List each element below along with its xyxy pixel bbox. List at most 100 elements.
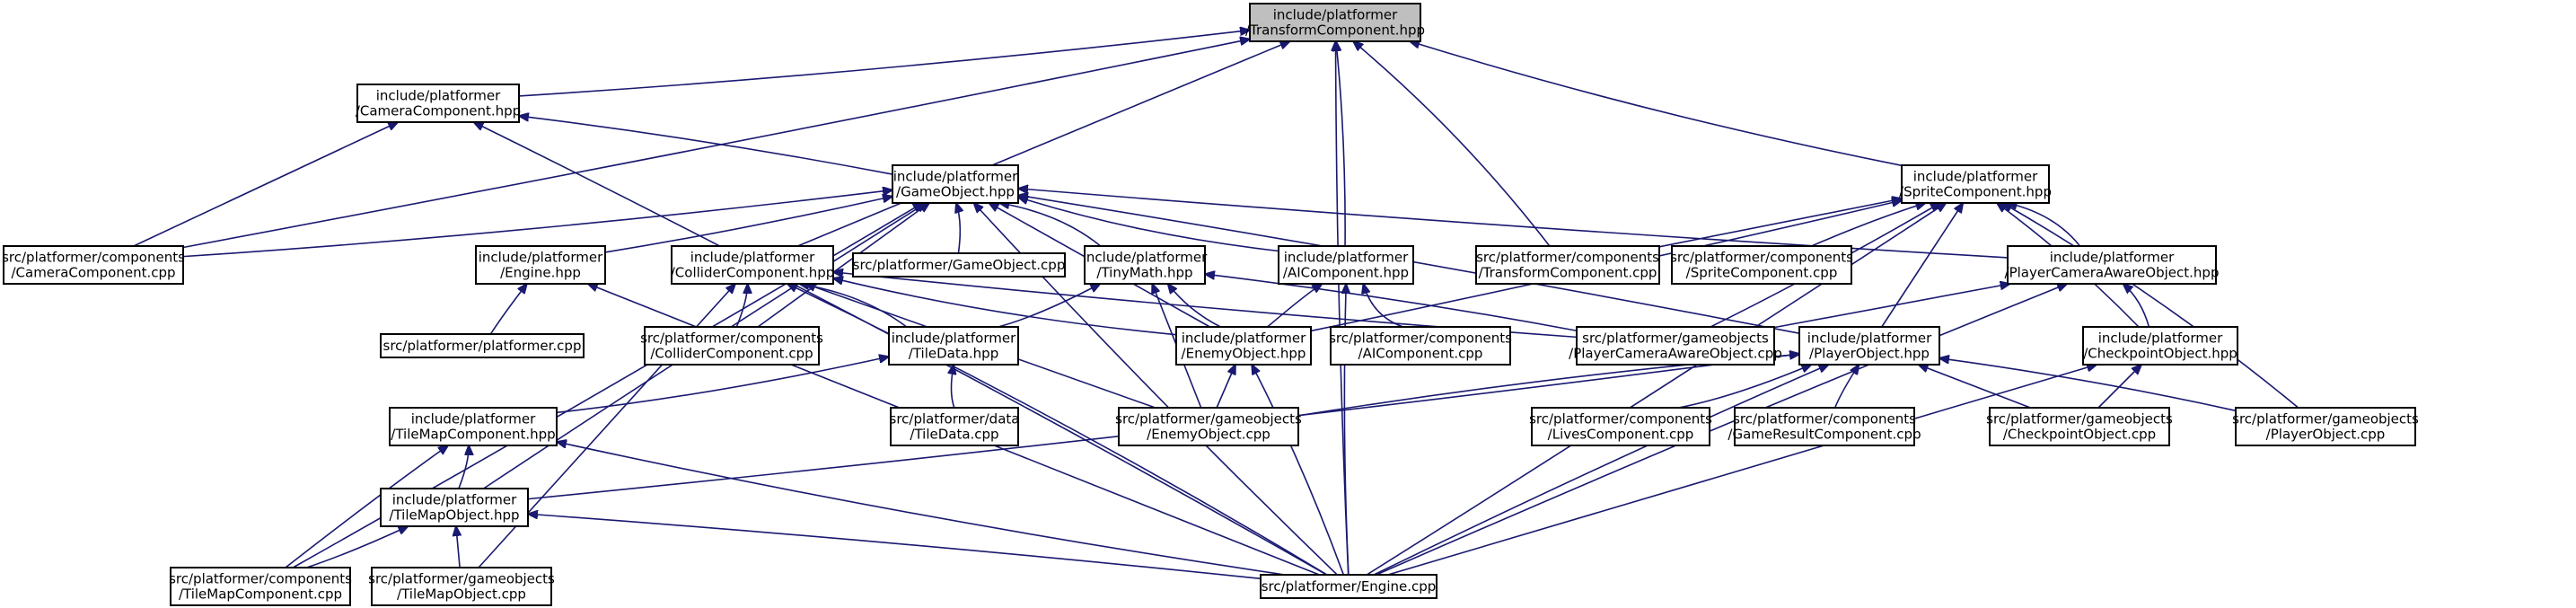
node-camera_cpp[interactable]: src/platformer/components/CameraComponen… <box>2 245 185 285</box>
node-label-line: /PlayerObject.cpp <box>2266 427 2386 443</box>
edge-gameobject_hpp-to-camera_hpp <box>519 116 893 175</box>
edge-tiledata_hpp-to-collider_hpp <box>799 284 908 328</box>
node-label-line: include/platformer <box>1807 330 1932 347</box>
node-tilemapobj_cpp[interactable]: src/platformer/gameobjects/TileMapObject… <box>368 567 555 606</box>
node-box <box>1260 574 1437 599</box>
edge-engine_hpp-to-gameobject_hpp <box>604 197 892 253</box>
node-label-line: /CheckpointObject.hpp <box>2083 346 2238 362</box>
node-label-line: src/platformer/gameobjects <box>368 571 555 587</box>
node-label-line: include/platformer <box>2098 330 2223 347</box>
node-label-line: /TileMapComponent.cpp <box>179 586 342 603</box>
node-sprite_hpp[interactable]: include/platformer/SpriteComponent.hpp <box>1899 164 2052 204</box>
node-checkpoint_cpp[interactable]: src/platformer/gameobjects/CheckpointObj… <box>1986 407 2173 446</box>
node-camera_hpp[interactable]: include/platformer/CameraComponent.hpp <box>356 84 521 123</box>
node-enemy_cpp[interactable]: src/platformer/gameobjects/EnemyObject.c… <box>1115 407 1302 446</box>
node-tilemapcomp_cpp[interactable]: src/platformer/components/TileMapCompone… <box>169 567 352 606</box>
node-transform_cpp[interactable]: src/platformer/components/TransformCompo… <box>1475 245 1660 285</box>
edge-enemy_cpp-to-enemy_hpp <box>1216 365 1235 409</box>
node-label-line: /CheckpointObject.cpp <box>2003 427 2156 443</box>
edge-collider_hpp-to-transform_hpp <box>797 41 1289 247</box>
node-pcaware_hpp[interactable]: include/platformer/PlayerCameraAwareObje… <box>2005 245 2220 285</box>
node-enemy_hpp[interactable]: include/platformer/EnemyObject.hpp <box>1175 326 1312 366</box>
node-box <box>1118 407 1299 446</box>
node-platformer_cpp[interactable]: src/platformer/platformer.cpp <box>380 333 585 358</box>
node-player_cpp[interactable]: src/platformer/gameobjects/PlayerObject.… <box>2232 407 2419 446</box>
node-label-line: /TileMapComponent.hpp <box>391 427 555 443</box>
node-tiledata_cpp[interactable]: src/platformer/data/TileData.cpp <box>890 407 1020 446</box>
node-label-line: src/platformer/data <box>890 411 1020 427</box>
edge-sprite_cpp-to-sprite_hpp <box>1811 203 1926 247</box>
edge-engine_cpp-to-tilemapcomp_hpp <box>557 442 1285 576</box>
node-collider_cpp[interactable]: src/platformer/components/ColliderCompon… <box>640 326 823 366</box>
edge-transform_cpp-to-sprite_hpp <box>1658 198 1902 248</box>
node-box <box>380 333 585 358</box>
node-box <box>890 407 1019 446</box>
edge-ai_hpp-to-gameobject_hpp <box>1018 197 1279 252</box>
node-label-line: /TileMapObject.cpp <box>397 586 526 603</box>
node-label-line: /EnemyObject.hpp <box>1182 346 1306 362</box>
node-label-line: include/platformer <box>2050 250 2175 266</box>
node-box <box>380 488 529 527</box>
edge-platformer_cpp-to-engine_hpp <box>489 284 526 335</box>
node-label-line: include/platformer <box>892 330 1016 347</box>
edge-camera_cpp-to-gameobject_hpp <box>182 190 892 258</box>
edge-enemy_hpp-to-tinymath_hpp <box>1168 284 1221 328</box>
node-sprite_cpp[interactable]: src/platformer/components/SpriteComponen… <box>1670 245 1853 285</box>
node-label-line: /Engine.hpp <box>500 265 581 281</box>
edge-tiledata_cpp-to-tiledata_hpp <box>951 365 954 409</box>
edge-tilemapcomp_cpp-to-tilemapobj_hpp <box>306 526 409 568</box>
node-label-line: /ColliderComponent.cpp <box>650 346 813 362</box>
node-lives_cpp[interactable]: src/platformer/components/LivesComponent… <box>1529 407 1712 446</box>
node-box <box>1531 407 1710 446</box>
node-checkpoint_hpp[interactable]: include/platformer/CheckpointObject.hpp <box>2082 326 2238 366</box>
node-box <box>1330 326 1511 366</box>
node-label-line: /ColliderComponent.hpp <box>671 265 835 281</box>
node-engine_cpp[interactable]: src/platformer/Engine.cpp <box>1260 574 1437 599</box>
node-ai_cpp[interactable]: src/platformer/components/AIComponent.cp… <box>1329 326 1512 366</box>
node-tiledata_hpp[interactable]: include/platformer/TileData.hpp <box>888 326 1019 366</box>
node-tilemapobj_hpp[interactable]: include/platformer/TileMapObject.hpp <box>380 488 529 527</box>
edge-pcaware_hpp-to-sprite_hpp <box>2007 203 2081 247</box>
node-collider_hpp[interactable]: include/platformer/ColliderComponent.hpp <box>671 245 835 285</box>
node-label-line: /TinyMath.hpp <box>1096 265 1192 281</box>
node-gameobject_cpp[interactable]: src/platformer/GameObject.cpp <box>852 252 1066 278</box>
node-box <box>644 326 820 366</box>
edges-layer <box>133 31 2299 580</box>
edge-tiledata_hpp-to-tinymath_hpp <box>998 284 1101 328</box>
node-label-line: /EnemyObject.cpp <box>1147 427 1270 443</box>
node-label-line: include/platformer <box>1913 169 2038 185</box>
node-box <box>1475 245 1660 285</box>
edge-ai_cpp-to-ai_hpp <box>1363 284 1403 328</box>
node-label-line: src/platformer/components <box>1476 250 1659 266</box>
node-player_hpp[interactable]: include/platformer/PlayerObject.hpp <box>1798 326 1940 366</box>
node-box <box>2007 245 2217 285</box>
node-box <box>1734 407 1915 446</box>
node-transform_hpp[interactable]: include/platformer/TransformComponent.hp… <box>1245 3 1425 42</box>
node-engine_hpp[interactable]: include/platformer/Engine.hpp <box>475 245 606 285</box>
node-label-line: include/platformer <box>1273 7 1398 23</box>
edge-camera_hpp-to-transform_hpp <box>518 31 1250 97</box>
edge-engine_cpp-to-ai_hpp <box>1344 284 1349 576</box>
node-gameresult_cpp[interactable]: src/platformer/components/GameResultComp… <box>1728 407 1921 446</box>
node-label-line: /TransformComponent.cpp <box>1479 265 1657 281</box>
node-label-line: src/platformer/components <box>1329 330 1512 347</box>
edge-engine_cpp-to-checkpoint_hpp <box>1387 365 2097 576</box>
edge-tilemapobj_hpp-to-tilemapcomp_hpp <box>458 445 469 489</box>
edge-lives_cpp-to-player_hpp <box>1678 365 1812 409</box>
node-box <box>1278 245 1414 285</box>
node-label-line: include/platformer <box>392 492 517 508</box>
node-box <box>170 567 351 606</box>
node-tilemapcomp_hpp[interactable]: include/platformer/TileMapComponent.hpp <box>389 407 558 446</box>
edge-camera_cpp-to-transform_hpp <box>182 40 1250 249</box>
node-pcaware_cpp[interactable]: src/platformer/gameobjects/PlayerCameraA… <box>1569 326 1782 366</box>
node-label-line: src/platformer/GameObject.cpp <box>853 257 1066 273</box>
edge-player_hpp-to-sprite_hpp <box>1881 203 1963 328</box>
edge-player_cpp-to-player_hpp <box>1939 358 2237 412</box>
node-gameobject_hpp[interactable]: include/platformer/GameObject.hpp <box>892 164 1019 204</box>
edge-tilemapobj_cpp-to-tilemapobj_hpp <box>456 526 460 568</box>
edge-engine_cpp-to-collider_hpp <box>787 284 1328 576</box>
node-ai_hpp[interactable]: include/platformer/AIComponent.hpp <box>1278 245 1414 285</box>
edge-checkpoint_cpp-to-player_hpp <box>1919 365 2031 409</box>
node-tinymath_hpp[interactable]: include/platformer/TinyMath.hpp <box>1083 245 1208 285</box>
edge-tilemapcomp_hpp-to-tiledata_hpp <box>556 357 889 414</box>
